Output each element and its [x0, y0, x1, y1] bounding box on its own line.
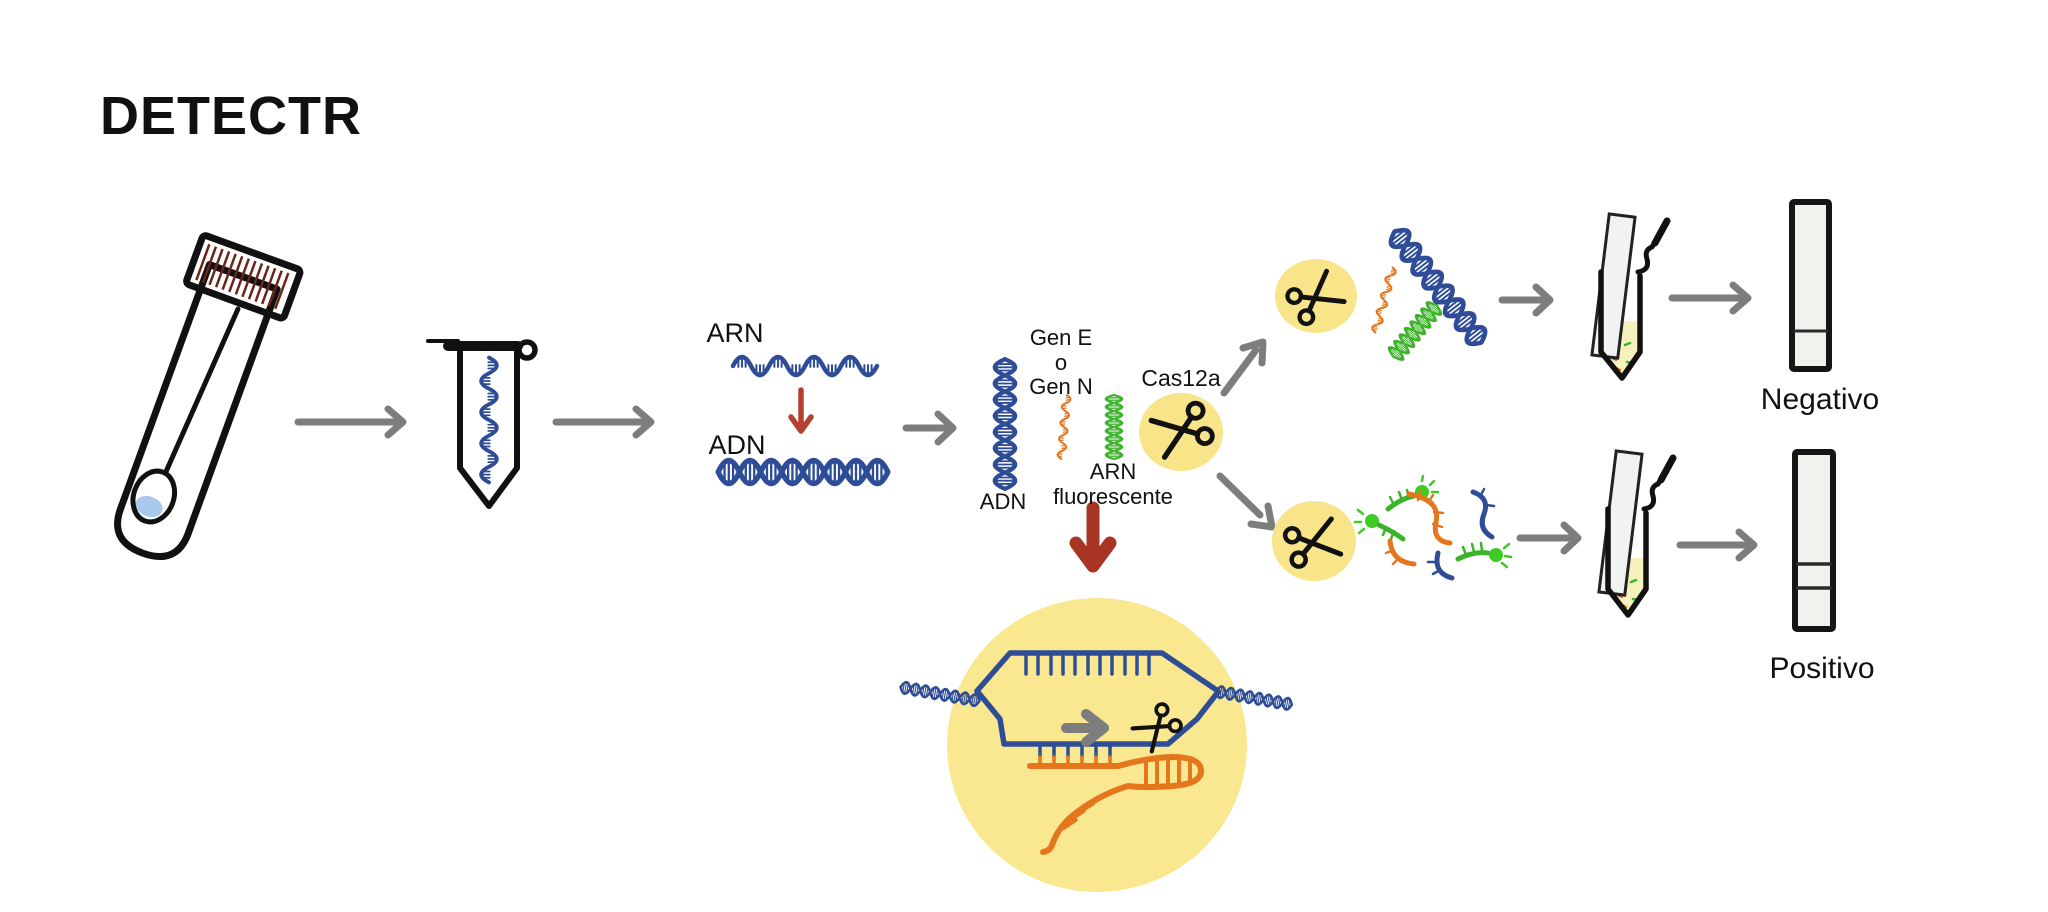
result-strip-negative: [1789, 199, 1832, 372]
tube-cap: [183, 232, 304, 322]
label-positivo: Positivo: [1769, 652, 1875, 685]
arrow-right-icon: [552, 405, 655, 439]
label-gen-or: o: [1054, 349, 1068, 375]
guide-rna-bases: [1038, 755, 1112, 768]
label-adn: ADN: [708, 430, 766, 460]
lateral-flow-tube-positive: [1597, 449, 1677, 618]
positive-branch: [1272, 474, 1582, 581]
tube-outline: [1598, 269, 1643, 381]
guide-rna: [1027, 754, 1204, 855]
label-arn: ARN: [706, 318, 764, 348]
flip-cap-edge: [1651, 217, 1671, 247]
result-strip-positive: [1792, 449, 1836, 632]
open-flip-cap: [1641, 454, 1676, 512]
arrow-down-right-icon: [1216, 472, 1276, 531]
arrow-down-icon: [1069, 501, 1117, 573]
unwound-top-strand: [974, 650, 1221, 694]
cleaved-fragments: [1353, 474, 1513, 581]
swab-sample-blob: [135, 495, 163, 518]
intact-reporter-helix: [1385, 298, 1445, 364]
arrow-right-icon: [1061, 709, 1109, 747]
gene-guide-strand: [1056, 393, 1072, 461]
arrow-right-icon: [1676, 528, 1758, 562]
arrow-down-icon: [788, 387, 814, 434]
label-arn-f2: fluorescente: [1053, 483, 1173, 509]
rna-extraction-tube: [426, 339, 538, 509]
adn-helix: [718, 460, 888, 483]
label-adn-template: ADN: [979, 489, 1027, 514]
intact-adn-helix: [1386, 225, 1489, 349]
cap-ridges: [195, 243, 290, 310]
open-flip-cap: [1635, 217, 1670, 275]
microtube-lid-loop: [516, 339, 538, 361]
label-gen-e: Gen E: [1029, 325, 1093, 350]
intact-gene-strand: [1370, 265, 1398, 335]
reaction-mix: [995, 359, 1223, 489]
fluorescent-arn-helix: [1104, 393, 1124, 461]
label-gen-n: Gen N: [1029, 374, 1093, 400]
label-negativo: Negativo: [1760, 383, 1880, 416]
swab-head-outline: [130, 468, 178, 525]
tube-body: [114, 261, 281, 561]
rna-strand: [479, 355, 499, 485]
guide-tail-bases: [1062, 795, 1105, 830]
arrow-right-icon: [294, 405, 407, 439]
label-arn-fluorescente: ARN fluorescente: [1038, 459, 1188, 509]
arn-strand: [733, 357, 877, 375]
page-title: DETECTR: [100, 86, 362, 146]
arrow-right-icon: [1516, 521, 1582, 555]
arrow-right-icon: [902, 410, 957, 446]
swab-collection-tube: [114, 232, 304, 561]
guide-loop-bases: [1144, 756, 1192, 788]
lateral-flow-tube-negative: [1590, 212, 1671, 381]
mechanism-detail: [898, 598, 1295, 892]
arrow-right-icon: [1498, 283, 1554, 317]
tube-outline: [1605, 506, 1649, 618]
swab-stick: [163, 306, 241, 475]
flip-cap-edge: [1657, 454, 1677, 484]
reverse-transcription-step: [718, 357, 888, 484]
arrow-right-icon: [1668, 281, 1752, 315]
label-gene-target: Gen E o Gen N: [1006, 325, 1116, 400]
microtube-body: [457, 349, 520, 509]
negative-branch: [1275, 225, 1554, 364]
label-arn-f1: ARN: [1089, 459, 1137, 484]
label-cas12a: Cas12a: [1141, 365, 1221, 391]
arrow-up-right-icon: [1220, 338, 1267, 397]
guide-rna-backbone: [1027, 754, 1204, 855]
top-strand-bases: [1024, 654, 1151, 676]
bottom-strand-bases: [1038, 744, 1112, 759]
